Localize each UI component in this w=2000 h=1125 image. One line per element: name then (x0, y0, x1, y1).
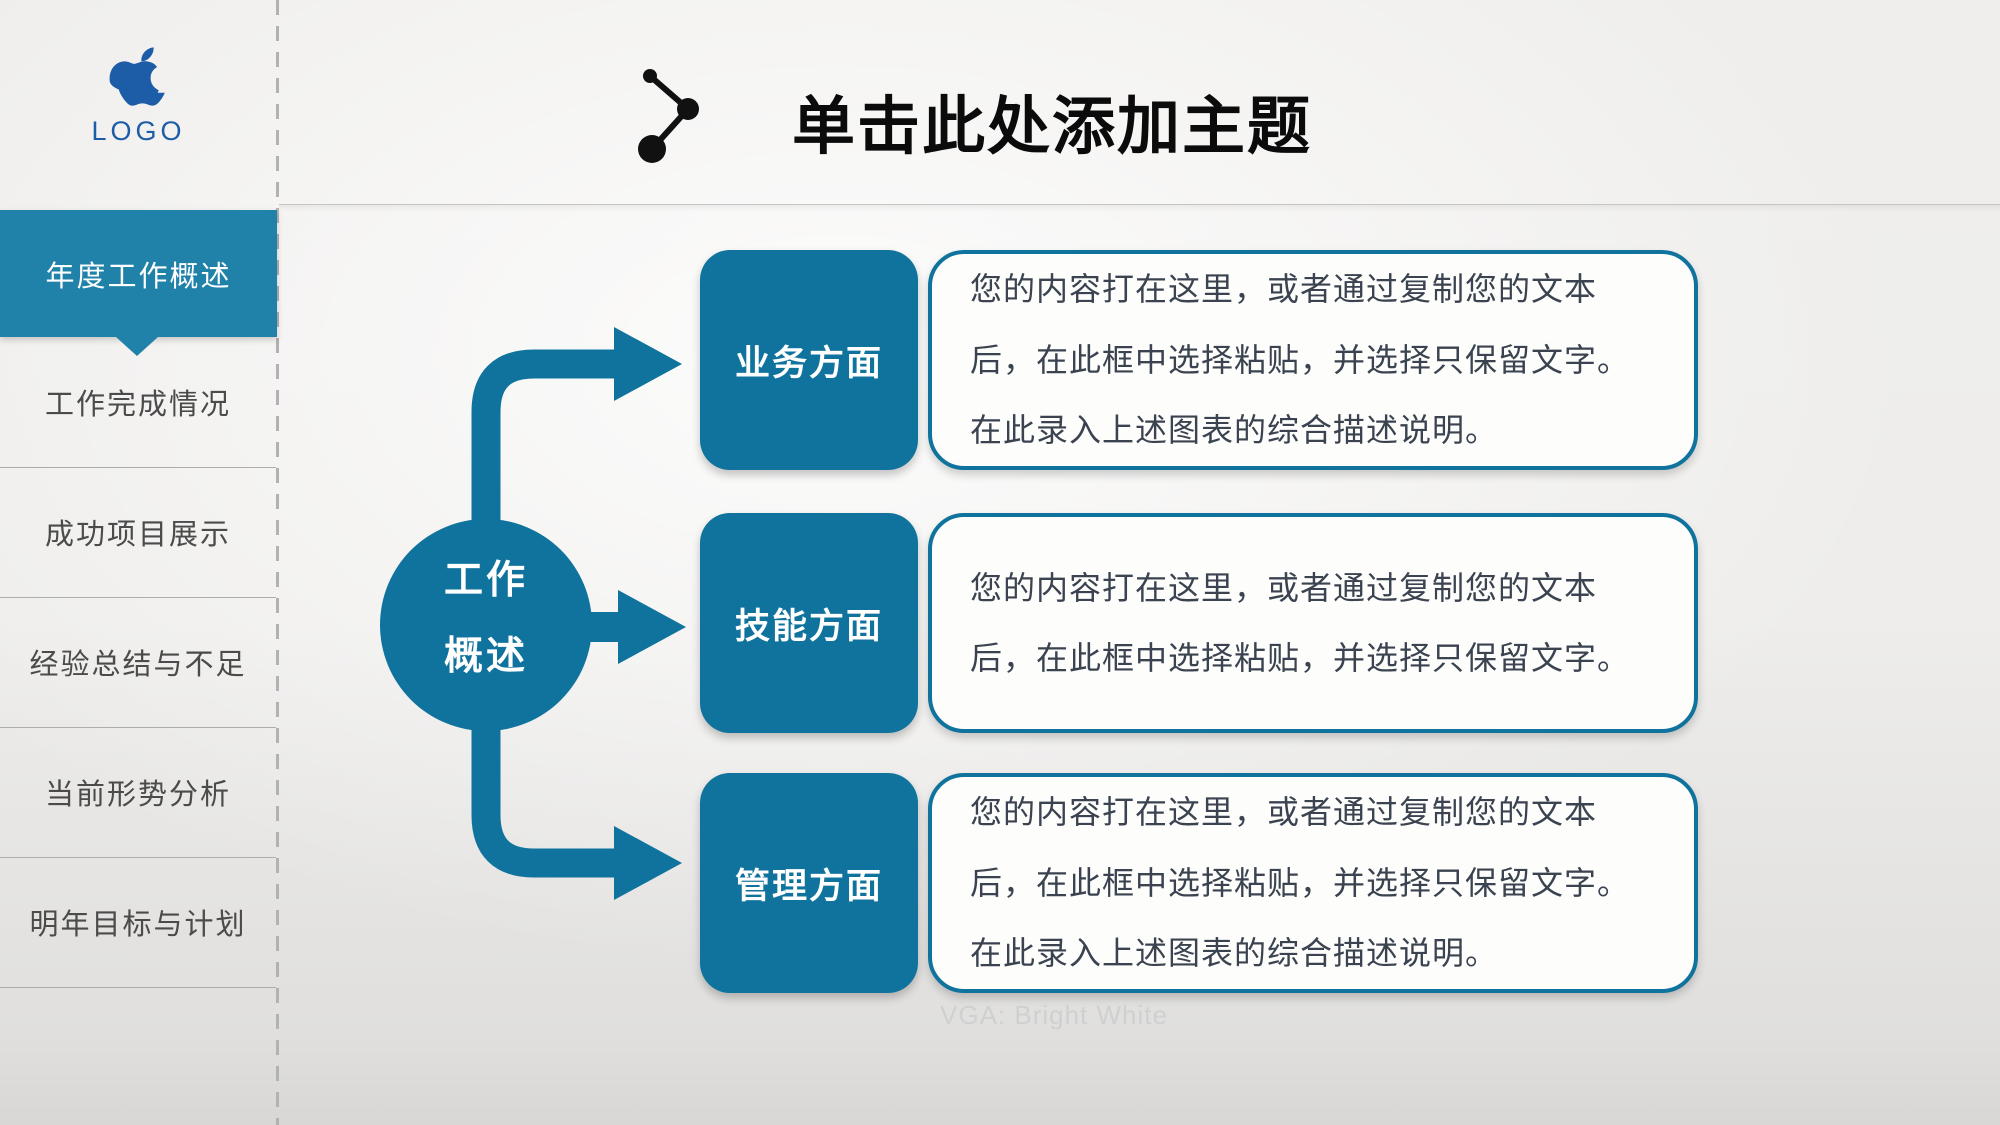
active-pointer-triangle (116, 337, 158, 356)
label-box-skills: 技能方面 (700, 513, 918, 733)
sidebar-item-successful-projects[interactable]: 成功项目展示 (0, 467, 276, 598)
sidebar-item-work-completion[interactable]: 工作完成情况 (0, 337, 276, 468)
background-watermark: VGA: Bright White (940, 1000, 1168, 1030)
arrowhead-top (614, 327, 682, 401)
desc-box-skills: 您的内容打在这里，或者通过复制您的文本后，在此框中选择粘贴，并选择只保留文字。 (928, 513, 1698, 733)
header-divider-shadow (279, 205, 2000, 212)
header-divider-line (279, 204, 2000, 205)
desc-text-business: 您的内容打在这里，或者通过复制您的文本后，在此框中选择粘贴，并选择只保留文字。在… (970, 271, 1631, 449)
sidebar-item-next-year-goals[interactable]: 明年目标与计划 (0, 857, 276, 988)
sidebar-item-current-situation[interactable]: 当前形势分析 (0, 727, 276, 858)
desc-text-management: 您的内容打在这里，或者通过复制您的文本后，在此框中选择粘贴，并选择只保留文字。在… (970, 794, 1631, 972)
apple-icon (109, 47, 165, 106)
arrowhead-middle (618, 590, 686, 664)
brand-logo: LOGO (0, 38, 277, 147)
sidebar-item-active[interactable]: 年度工作概述 (0, 210, 277, 337)
logo-label: LOGO (91, 116, 186, 146)
page-title: 单击此处添加主题 (792, 92, 1312, 162)
label-box-business: 业务方面 (700, 250, 918, 470)
arrowhead-bottom (614, 826, 682, 900)
share-nodes-icon (638, 69, 699, 163)
desc-box-management: 您的内容打在这里，或者通过复制您的文本后，在此框中选择粘贴，并选择只保留文字。在… (928, 773, 1698, 993)
hub-label-line1: 工作 (443, 559, 528, 602)
hub-label: 工作 概述 (376, 543, 596, 695)
desc-box-business: 您的内容打在这里，或者通过复制您的文本后，在此框中选择粘贴，并选择只保留文字。在… (928, 250, 1698, 470)
hub-label-line2: 概述 (443, 635, 528, 679)
label-box-management: 管理方面 (700, 773, 918, 993)
desc-text-skills: 您的内容打在这里，或者通过复制您的文本后，在此框中选择粘贴，并选择只保留文字。 (970, 569, 1631, 676)
sidebar-item-experience-summary[interactable]: 经验总结与不足 (0, 597, 276, 728)
dashed-divider (276, 0, 279, 1125)
